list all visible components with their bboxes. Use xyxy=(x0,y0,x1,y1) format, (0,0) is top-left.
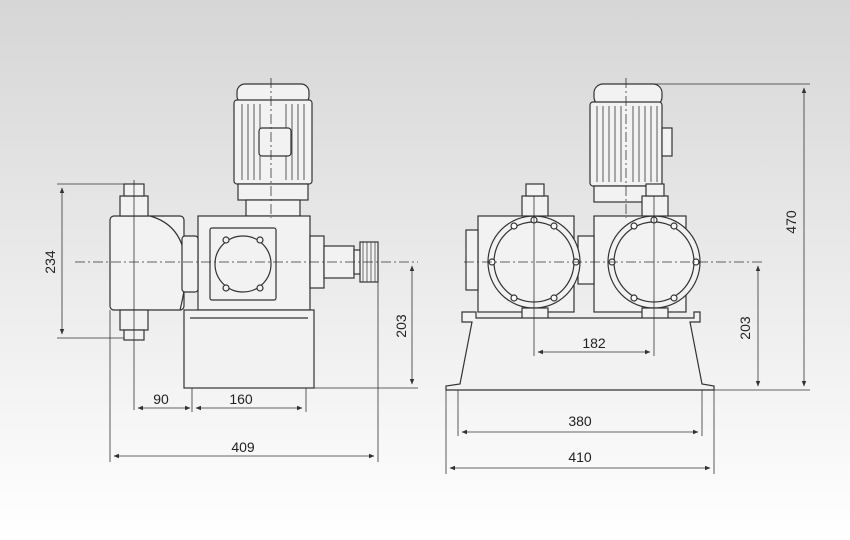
dim-380-label: 380 xyxy=(568,413,592,429)
side-motor xyxy=(233,83,313,217)
side-base xyxy=(183,309,315,389)
gearbox-cover xyxy=(214,235,272,293)
dim-203-side-label: 203 xyxy=(393,314,409,338)
front-dimensions xyxy=(445,78,810,474)
dim-160-label: 160 xyxy=(229,391,253,407)
side-view xyxy=(109,83,379,389)
dim-409-label: 409 xyxy=(231,439,255,455)
dim-90-label: 90 xyxy=(153,391,169,407)
dim-470-label: 470 xyxy=(783,210,799,234)
dim-203-front-label: 203 xyxy=(737,316,753,340)
front-base xyxy=(445,311,715,391)
dim-410-label: 410 xyxy=(568,449,592,465)
terminal-box xyxy=(258,127,292,157)
dim-234-label: 234 xyxy=(42,250,58,274)
dim-182-label: 182 xyxy=(582,335,606,351)
side-dimensions xyxy=(57,78,418,462)
